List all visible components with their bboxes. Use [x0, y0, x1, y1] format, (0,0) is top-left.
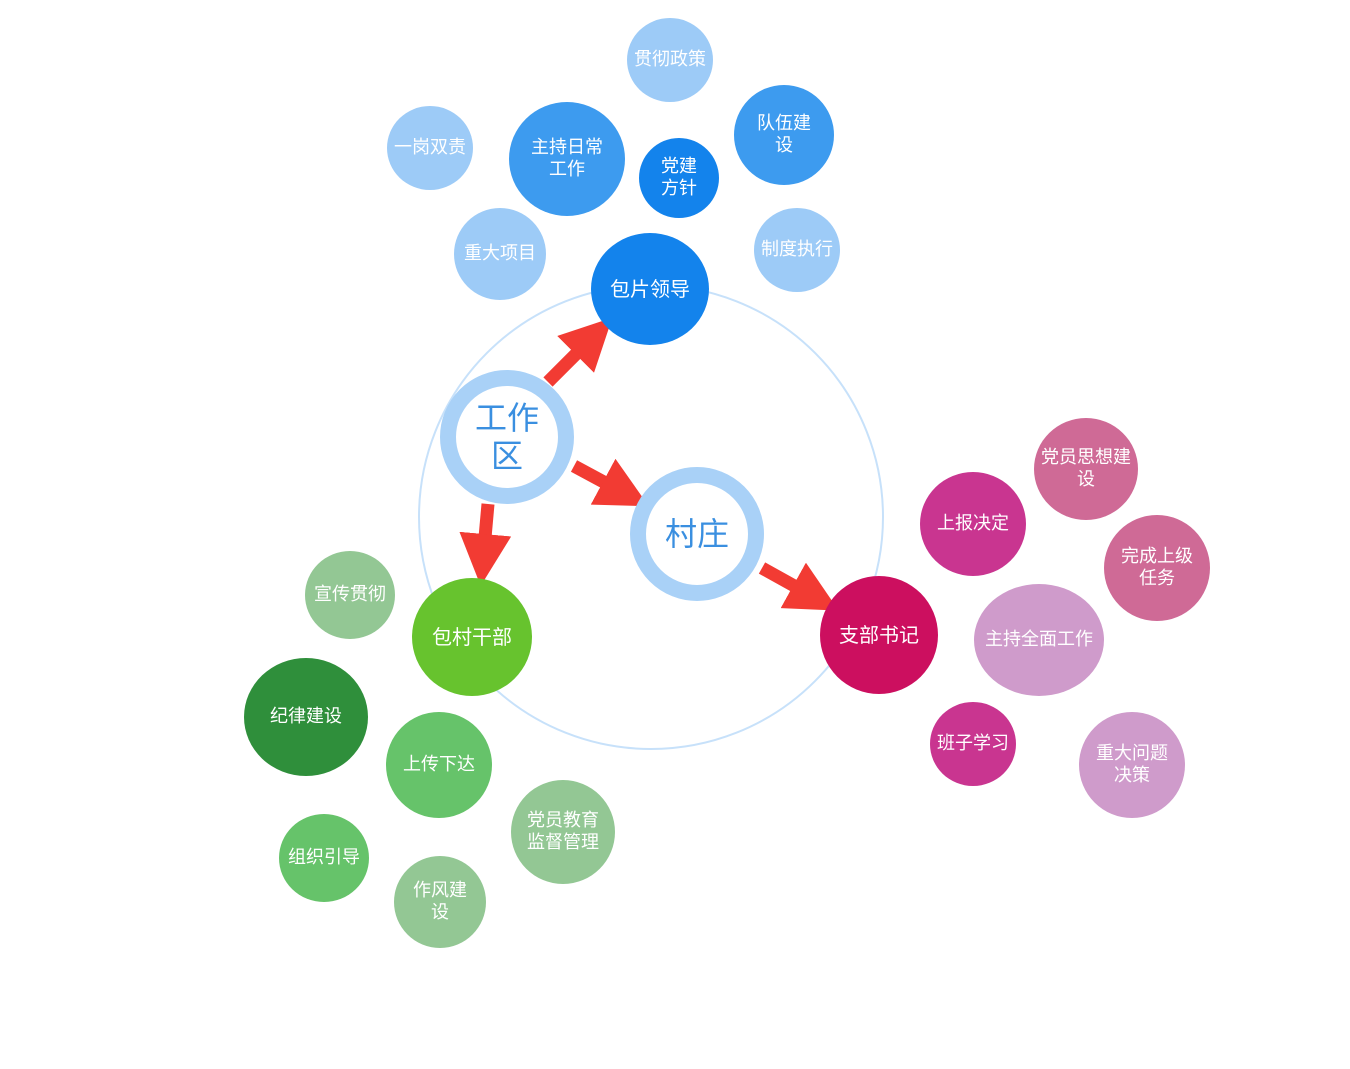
arrow-to-package-leader	[543, 317, 613, 387]
duty-publicize-implement: 宣传贯彻	[305, 551, 395, 639]
duty-organize-guide: 组织引导	[279, 814, 369, 902]
duty-one-post-two-duties: 一岗双责	[387, 106, 473, 190]
duty-complete-tasks: 完成上级 任务	[1104, 515, 1210, 621]
duty-host-daily-work: 主持日常 工作	[509, 102, 625, 216]
hub-village: 村庄	[630, 467, 764, 601]
arrow-to-branch-secretary	[758, 562, 839, 611]
node-package-leader-label: 包片领导	[610, 276, 690, 301]
arrow-to-village-cadre	[459, 503, 512, 586]
duty-team-building-label: 队伍建 设	[757, 112, 811, 157]
duty-major-projects-label: 重大项目	[464, 242, 536, 264]
hub-village-label: 村庄	[664, 514, 729, 553]
duty-host-overall-work-label: 主持全面工作	[985, 628, 1093, 650]
duty-team-study: 班子学习	[930, 702, 1016, 786]
duty-host-daily-work-label: 主持日常 工作	[531, 136, 603, 181]
duty-implement-policy-label: 贯彻政策	[634, 48, 706, 70]
duty-work-style: 作风建 设	[394, 856, 486, 948]
node-village-cadre-label: 包村干部	[432, 624, 512, 649]
duty-implement-policy: 贯彻政策	[627, 18, 713, 102]
duty-system-execution: 制度执行	[754, 208, 840, 292]
duty-party-education-label: 党员教育 监督管理	[527, 809, 599, 854]
duty-party-policy: 党建 方针	[639, 138, 719, 218]
duty-publicize-implement-label: 宣传贯彻	[314, 583, 386, 605]
duty-organize-guide-label: 组织引导	[288, 846, 360, 868]
duty-team-study-label: 班子学习	[937, 732, 1009, 754]
node-branch-secretary-label: 支部书记	[839, 622, 919, 647]
duty-party-policy-label: 党建 方针	[661, 155, 697, 200]
duty-complete-tasks-label: 完成上级 任务	[1121, 545, 1193, 590]
duty-team-building: 队伍建 设	[734, 85, 834, 185]
hub-work-area: 工作 区	[440, 370, 574, 504]
arrow-to-village	[570, 458, 649, 507]
duty-work-style-label: 作风建 设	[413, 879, 467, 924]
duty-discipline-building-label: 纪律建设	[270, 705, 342, 727]
duty-major-decisions-label: 重大问题 决策	[1096, 742, 1168, 787]
duty-party-education: 党员教育 监督管理	[511, 780, 615, 884]
duty-ideology-building-label: 党员思想建 设	[1041, 446, 1131, 491]
duty-system-execution-label: 制度执行	[761, 238, 833, 260]
hub-work-area-label: 工作 区	[474, 398, 539, 475]
duty-major-projects: 重大项目	[454, 208, 546, 300]
duty-pass-up-down: 上传下达	[386, 712, 492, 818]
duty-ideology-building: 党员思想建 设	[1034, 418, 1138, 520]
node-village-cadre: 包村干部	[412, 578, 532, 696]
duty-major-decisions: 重大问题 决策	[1079, 712, 1185, 818]
duty-host-overall-work: 主持全面工作	[974, 584, 1104, 696]
duty-report-decision-label: 上报决定	[937, 512, 1009, 534]
node-package-leader: 包片领导	[591, 233, 709, 345]
duty-one-post-two-duties-label: 一岗双责	[394, 136, 466, 158]
duty-report-decision: 上报决定	[920, 472, 1026, 576]
duty-pass-up-down-label: 上传下达	[403, 753, 475, 775]
node-branch-secretary: 支部书记	[820, 576, 938, 694]
duty-discipline-building: 纪律建设	[244, 658, 368, 776]
